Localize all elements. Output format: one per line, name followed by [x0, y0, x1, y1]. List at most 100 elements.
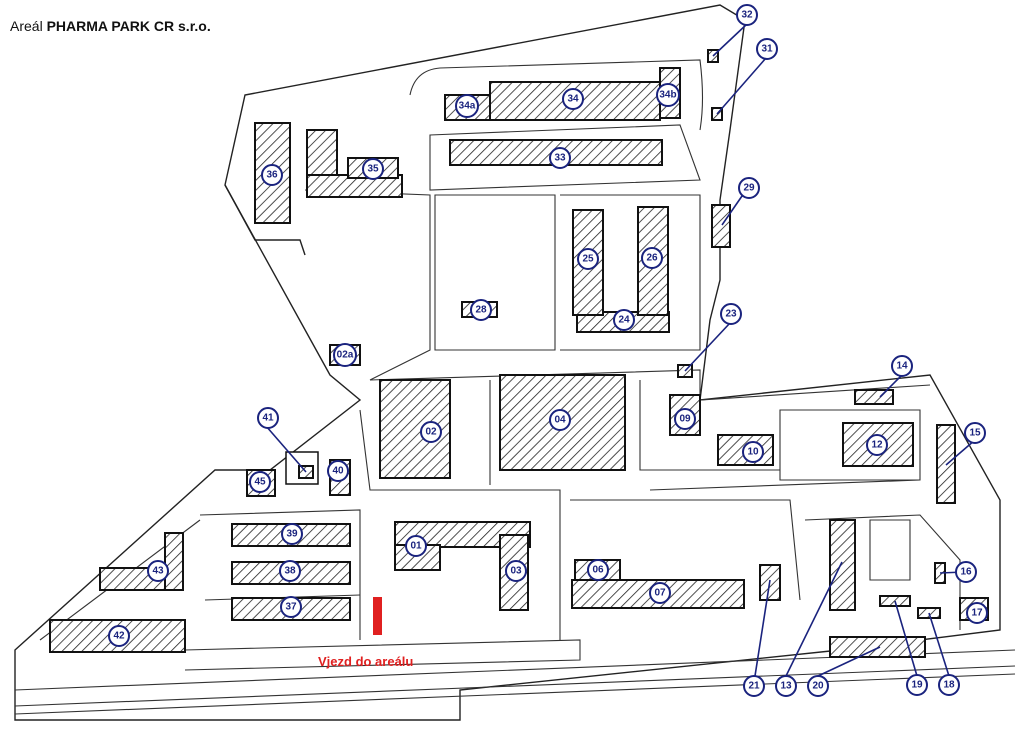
callout-circle[interactable]	[108, 625, 130, 647]
callout-label: 33	[554, 153, 566, 164]
callout-29[interactable]: 29	[738, 177, 760, 199]
callout-circle[interactable]	[674, 408, 696, 430]
callout-36[interactable]: 36	[261, 164, 283, 186]
callout-circle[interactable]	[720, 303, 742, 325]
callout-circle[interactable]	[906, 674, 928, 696]
callout-circle[interactable]	[743, 675, 765, 697]
callout-circle[interactable]	[549, 409, 571, 431]
callout-02[interactable]: 02	[420, 421, 442, 443]
callout-25[interactable]: 25	[577, 248, 599, 270]
callout-circle[interactable]	[866, 434, 888, 456]
callout-label: 32	[741, 10, 753, 21]
callout-circle[interactable]	[333, 343, 357, 367]
callout-circle[interactable]	[938, 674, 960, 696]
callout-circle[interactable]	[891, 355, 913, 377]
callout-32[interactable]: 32	[736, 4, 758, 26]
callout-label: 21	[748, 681, 760, 692]
callout-circle[interactable]	[738, 177, 760, 199]
callout-43[interactable]: 43	[147, 560, 169, 582]
callout-01[interactable]: 01	[405, 535, 427, 557]
callout-label: 02	[425, 427, 437, 438]
callout-circle[interactable]	[775, 675, 797, 697]
building-43-b[interactable]	[164, 532, 184, 591]
callout-19[interactable]: 19	[906, 674, 928, 696]
callout-12[interactable]: 12	[866, 434, 888, 456]
callout-13[interactable]: 13	[775, 675, 797, 697]
callout-15[interactable]: 15	[964, 422, 986, 444]
callout-circle[interactable]	[966, 602, 988, 624]
callout-21[interactable]: 21	[743, 675, 765, 697]
callout-circle[interactable]	[641, 247, 663, 269]
callout-18[interactable]: 18	[938, 674, 960, 696]
callout-label: 06	[592, 565, 604, 576]
callout-33[interactable]: 33	[549, 147, 571, 169]
callout-38[interactable]: 38	[279, 560, 301, 582]
callout-circle[interactable]	[756, 38, 778, 60]
callout-40[interactable]: 40	[327, 460, 349, 482]
callout-circle[interactable]	[613, 309, 635, 331]
callout-23[interactable]: 23	[720, 303, 742, 325]
callout-circle[interactable]	[257, 407, 279, 429]
callout-10[interactable]: 10	[742, 441, 764, 463]
callout-circle[interactable]	[577, 248, 599, 270]
callout-39[interactable]: 39	[281, 523, 303, 545]
callout-16[interactable]: 16	[955, 561, 977, 583]
callout-26[interactable]: 26	[641, 247, 663, 269]
callout-02a[interactable]: 02a	[333, 343, 357, 367]
callout-04[interactable]: 04	[549, 409, 571, 431]
callout-42[interactable]: 42	[108, 625, 130, 647]
callout-circle[interactable]	[261, 164, 283, 186]
callout-09[interactable]: 09	[674, 408, 696, 430]
entrance-marker	[373, 597, 382, 635]
callout-31[interactable]: 31	[756, 38, 778, 60]
callout-label: 03	[510, 566, 522, 577]
callout-circle[interactable]	[249, 471, 271, 493]
callout-circle[interactable]	[549, 147, 571, 169]
callout-17[interactable]: 17	[966, 602, 988, 624]
callout-14[interactable]: 14	[891, 355, 913, 377]
building-13[interactable]	[829, 519, 856, 611]
building-20[interactable]	[829, 636, 926, 658]
callout-20[interactable]: 20	[807, 675, 829, 697]
callout-35[interactable]: 35	[362, 158, 384, 180]
callout-circle[interactable]	[147, 560, 169, 582]
callout-circle[interactable]	[649, 582, 671, 604]
callout-label: 38	[284, 566, 296, 577]
callout-circle[interactable]	[327, 460, 349, 482]
callout-circle[interactable]	[470, 299, 492, 321]
callout-34a[interactable]: 34a	[455, 94, 479, 118]
callout-circle[interactable]	[587, 559, 609, 581]
callout-34[interactable]: 34	[562, 88, 584, 110]
callout-circle[interactable]	[362, 158, 384, 180]
callout-circle[interactable]	[505, 560, 527, 582]
callout-circle[interactable]	[420, 421, 442, 443]
callout-circle[interactable]	[281, 523, 303, 545]
map-title: Areál PHARMA PARK CR s.r.o.	[10, 18, 211, 34]
callout-circle[interactable]	[742, 441, 764, 463]
building-14[interactable]	[854, 389, 894, 405]
callout-circle[interactable]	[455, 94, 479, 118]
callout-41[interactable]: 41	[257, 407, 279, 429]
callout-24[interactable]: 24	[613, 309, 635, 331]
callout-06[interactable]: 06	[587, 559, 609, 581]
callout-28[interactable]: 28	[470, 299, 492, 321]
callout-07[interactable]: 07	[649, 582, 671, 604]
callout-37[interactable]: 37	[280, 596, 302, 618]
callout-34b[interactable]: 34b	[656, 83, 680, 107]
callout-circle[interactable]	[656, 83, 680, 107]
callout-circle[interactable]	[807, 675, 829, 697]
building-29[interactable]	[711, 204, 731, 248]
callout-leaders	[265, 23, 976, 677]
callout-circle[interactable]	[279, 560, 301, 582]
callout-circle[interactable]	[562, 88, 584, 110]
callout-circle[interactable]	[405, 535, 427, 557]
callout-circle[interactable]	[964, 422, 986, 444]
callout-label: 13	[780, 681, 792, 692]
callout-label: 40	[332, 466, 344, 477]
callout-circle[interactable]	[736, 4, 758, 26]
callout-03[interactable]: 03	[505, 560, 527, 582]
building-callouts: 01 02 02a 03 04 06 07 09 10 12 13 14 15 16 17 18 19 20 21 2…	[108, 4, 988, 697]
callout-circle[interactable]	[280, 596, 302, 618]
callout-circle[interactable]	[955, 561, 977, 583]
callout-45[interactable]: 45	[249, 471, 271, 493]
